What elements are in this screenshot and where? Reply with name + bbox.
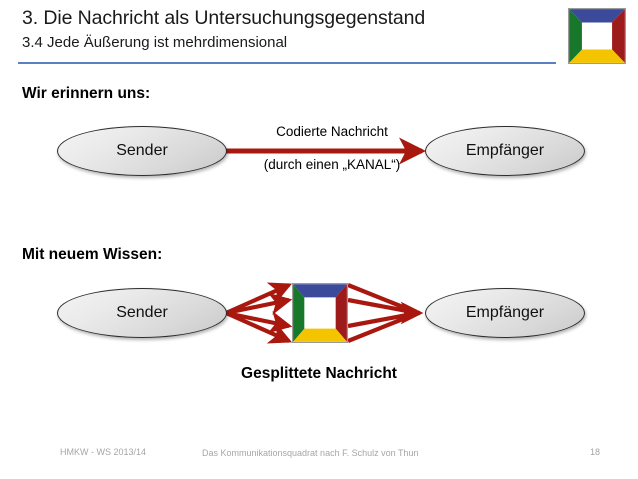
message-square-icon <box>292 283 348 343</box>
split-arrow-4 <box>225 311 293 344</box>
logo-faces <box>568 8 626 64</box>
node-empfaenger-1-label: Empfänger <box>465 142 545 159</box>
title-divider <box>18 62 556 64</box>
node-empfaenger-1[interactable]: Empfänger <box>425 126 585 176</box>
footer-course-label: HMKW - WS 2013/14 <box>60 447 147 457</box>
split-arrow-3 <box>225 310 293 334</box>
split-arrows-outgoing <box>225 282 293 344</box>
slide-footer: HMKW - WS 2013/14 Das Kommunikationsquad… <box>0 444 638 466</box>
kommunikationsquadrat-logo <box>568 8 626 64</box>
channel-label-line-1: Codierte Nachricht <box>276 124 388 139</box>
footer-topic-label: Das Kommunikationsquadrat nach F. Schulz… <box>202 448 419 458</box>
page-title: 3. Die Nachricht als Untersuchungsgegens… <box>22 7 426 29</box>
merge-line-2 <box>347 297 419 316</box>
page-subtitle: 3.4 Jede Äußerung ist mehrdimensional <box>22 34 288 51</box>
merge-lines-incoming <box>347 283 419 343</box>
message-square-faces <box>292 283 348 343</box>
node-sender-2[interactable]: Sender <box>57 288 227 338</box>
title-block: 3. Die Nachricht als Untersuchungsgegens… <box>22 6 542 53</box>
split-arrow-1 <box>225 282 293 315</box>
merge-line-1 <box>347 283 419 315</box>
node-sender-1[interactable]: Sender <box>57 126 227 176</box>
section-label-mit-neuem-wissen: Mit neuem Wissen: <box>22 246 163 263</box>
merge-line-3 <box>347 310 419 329</box>
node-sender-1-label: Sender <box>116 142 168 159</box>
channel-label-line-2: (durch einen „KANAL“) <box>263 157 401 172</box>
split-arrow-2 <box>225 292 293 316</box>
node-empfaenger-2-label: Empfänger <box>465 304 545 321</box>
node-empfaenger-2[interactable]: Empfänger <box>425 288 585 338</box>
section-label-wir-erinnern-uns: Wir erinnern uns: <box>22 85 151 102</box>
caption-gesplittete-nachricht: Gesplittete Nachricht <box>241 365 397 382</box>
merge-line-4 <box>347 311 419 343</box>
footer-page-number: 18 <box>590 447 601 457</box>
node-sender-2-label: Sender <box>116 304 168 321</box>
